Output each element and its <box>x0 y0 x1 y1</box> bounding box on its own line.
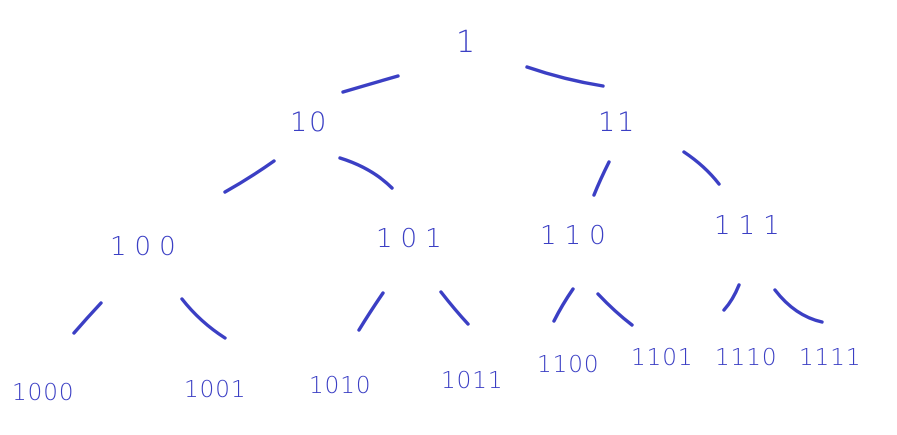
node-1110: 1110 <box>715 345 778 371</box>
edge-111-1111 <box>773 288 824 324</box>
node-1000: 1000 <box>12 380 75 406</box>
node-1100: 1100 <box>537 352 600 378</box>
node-1011: 1011 <box>441 368 504 394</box>
edge-101-1010 <box>357 291 385 332</box>
edge-1-10 <box>341 74 400 94</box>
edge-100-1000 <box>72 301 103 335</box>
edge-110-1100 <box>552 287 575 323</box>
edge-100-1001 <box>180 297 227 340</box>
node-11: 11 <box>598 107 636 138</box>
edge-101-1011 <box>439 290 470 326</box>
node-1001: 1001 <box>184 377 247 403</box>
edge-111-1110 <box>722 283 741 312</box>
edge-11-110 <box>592 160 611 197</box>
edge-11-111 <box>682 150 721 186</box>
node-10: 10 <box>290 107 328 138</box>
node-1101: 1101 <box>631 345 694 371</box>
node-110: 110 <box>540 221 614 251</box>
node-101: 101 <box>376 224 450 254</box>
edge-110-1101 <box>596 292 634 327</box>
edge-1-11 <box>525 65 605 88</box>
node-root: 1 <box>456 25 475 60</box>
node-1111: 1111 <box>799 345 862 371</box>
edge-10-101 <box>338 156 394 190</box>
node-1010: 1010 <box>309 373 372 399</box>
node-111: 111 <box>714 211 788 241</box>
edge-10-100 <box>223 159 276 194</box>
node-100: 100 <box>110 232 184 262</box>
